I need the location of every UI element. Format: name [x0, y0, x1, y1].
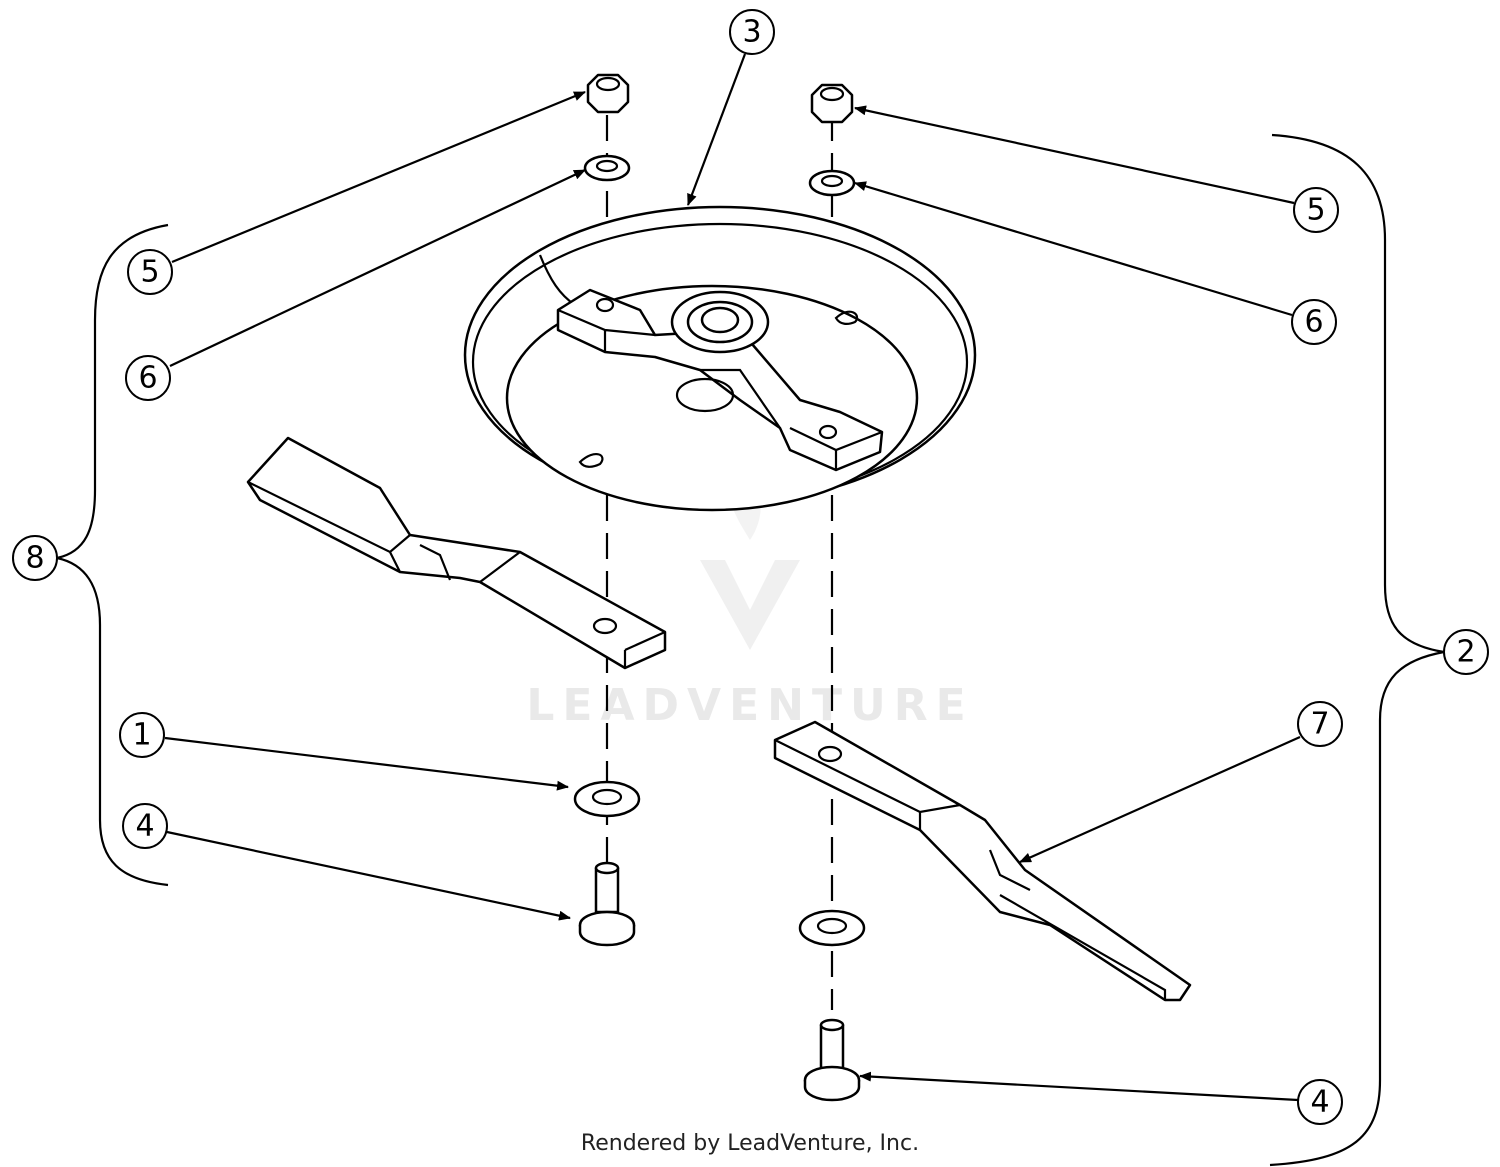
svg-text:7: 7 [1310, 707, 1329, 742]
right-flat-washer [798, 909, 866, 947]
svg-text:3: 3 [742, 15, 761, 50]
right-blade-bolt [803, 1018, 861, 1102]
leader-lines [164, 53, 1301, 1102]
right-assembly-brace [1269, 133, 1445, 1167]
left-lock-washer [583, 154, 631, 182]
left-blade-bolt [578, 861, 636, 947]
svg-text:4: 4 [135, 809, 154, 844]
svg-text:5: 5 [1306, 193, 1325, 228]
svg-text:6: 6 [138, 361, 157, 396]
callout-item-1[interactable]: 1 [119, 712, 165, 758]
right-lock-washer [808, 169, 856, 197]
callout-item-4-left[interactable]: 4 [122, 803, 168, 849]
watermark-logo-icon [700, 560, 800, 650]
watermark: LEADVENTURE [526, 455, 973, 731]
left-flat-washer [573, 780, 641, 818]
callout-item-2[interactable]: 2 [1443, 629, 1489, 675]
svg-text:4: 4 [1310, 1085, 1329, 1120]
callout-item-5-left[interactable]: 5 [127, 249, 173, 295]
callout-item-8[interactable]: 8 [12, 535, 58, 581]
left-blade [246, 436, 667, 670]
right-blade [773, 720, 1192, 1002]
blade-carrier-dish [463, 205, 977, 512]
callout-item-7[interactable]: 7 [1297, 701, 1343, 747]
svg-text:6: 6 [1304, 305, 1323, 340]
right-hex-nut [810, 83, 854, 124]
svg-text:2: 2 [1456, 635, 1475, 670]
callout-item-4-right[interactable]: 4 [1297, 1079, 1343, 1125]
callout-item-6-right[interactable]: 6 [1291, 299, 1337, 345]
svg-text:5: 5 [140, 255, 159, 290]
footer-credit: Rendered by LeadVenture, Inc. [581, 1131, 919, 1156]
svg-text:1: 1 [132, 718, 151, 753]
left-assembly-brace [56, 223, 169, 887]
callout-item-5-right[interactable]: 5 [1293, 187, 1339, 233]
watermark-text: LEADVENTURE [526, 680, 973, 731]
callout-item-3[interactable]: 3 [729, 9, 775, 55]
svg-text:8: 8 [25, 541, 44, 576]
left-hex-nut [586, 73, 630, 114]
callout-item-6-left[interactable]: 6 [125, 355, 171, 401]
